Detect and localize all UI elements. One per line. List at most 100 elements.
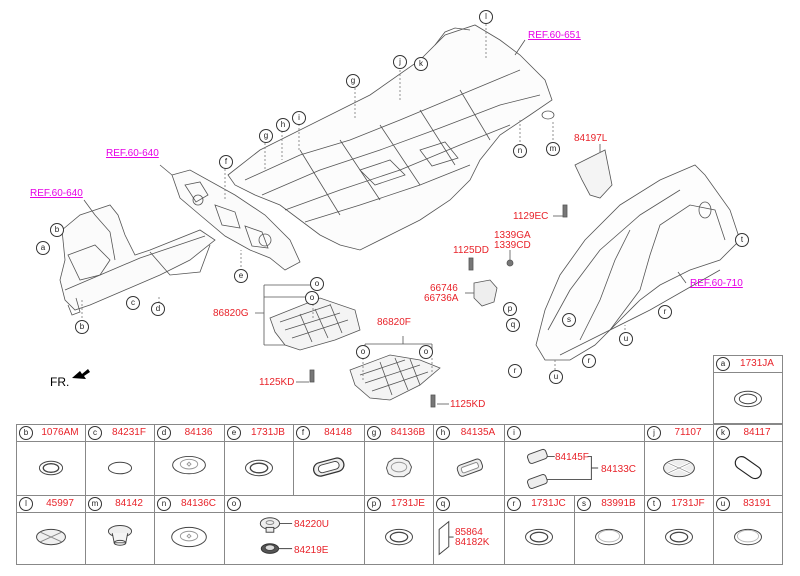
legend-key-o: o	[227, 497, 241, 511]
callout-l[interactable]: l	[479, 10, 493, 24]
ref-link-60-640-front[interactable]: REF.60-640	[30, 188, 83, 199]
part-label-66746[interactable]: 66746	[430, 283, 458, 294]
front-side-member-drawing	[59, 204, 216, 316]
oval-seal-icon	[734, 456, 762, 480]
part-label-1129EC[interactable]: 1129EC	[513, 211, 549, 222]
part-label-1125KD-a[interactable]: 1125KD	[259, 377, 295, 388]
callout-h[interactable]: h	[276, 118, 290, 132]
callout-r[interactable]: r	[582, 354, 596, 368]
legend-subpart-84219E: 84219E	[294, 545, 329, 556]
callout-t[interactable]: t	[735, 233, 749, 247]
legend-code-84117: 84117	[743, 427, 771, 438]
grommet-icon	[525, 528, 553, 546]
callout-r[interactable]: r	[658, 305, 672, 319]
callout-o[interactable]: o	[356, 345, 370, 359]
callout-b[interactable]: b	[50, 223, 64, 237]
rectangular-plug-icon	[456, 458, 484, 477]
legend-key-q: q	[436, 497, 450, 511]
legend-key-e: e	[227, 426, 241, 440]
part-label-66736A[interactable]: 66736A	[424, 293, 459, 304]
legend-key-g: g	[367, 426, 381, 440]
callout-o[interactable]: o	[305, 291, 319, 305]
callout-k[interactable]: k	[414, 57, 428, 71]
part-label-1339CD[interactable]: 1339CD	[494, 240, 531, 251]
legend-code-1731JF: 1731JF	[671, 498, 705, 509]
part-label-84197L[interactable]: 84197L	[574, 133, 608, 144]
legend-subpart-84220U: 84220U	[294, 519, 330, 530]
callout-o[interactable]: o	[419, 345, 433, 359]
callout-d[interactable]: d	[151, 302, 165, 316]
callout-g[interactable]: g	[346, 74, 360, 88]
callout-u[interactable]: u	[619, 332, 633, 346]
callout-g[interactable]: g	[259, 129, 273, 143]
callout-f[interactable]: f	[219, 155, 233, 169]
callout-m[interactable]: m	[546, 142, 560, 156]
callout-n[interactable]: n	[513, 144, 527, 158]
callout-o[interactable]: o	[310, 277, 324, 291]
legend-code-1076AM: 1076AM	[41, 427, 79, 438]
front-direction-arrow	[72, 369, 90, 379]
legend-cell-k[interactable]: k 84117	[713, 424, 783, 496]
part-label-86820G[interactable]: 86820G	[213, 308, 249, 319]
legend-cell-s[interactable]: s 83991B	[574, 495, 645, 565]
legend-cell-i[interactable]: i 84145F 84133C	[504, 424, 645, 496]
washer-icon	[595, 528, 623, 546]
legend-key-d: d	[157, 426, 171, 440]
part-label-86820F[interactable]: 86820F	[377, 317, 411, 328]
legend-code-1731JE: 1731JE	[391, 498, 425, 509]
callout-c[interactable]: c	[126, 296, 140, 310]
legend-code-83991B: 83991B	[601, 498, 636, 509]
legend-key-p: p	[367, 497, 381, 511]
callout-s[interactable]: s	[562, 313, 576, 327]
ref-link-60-640-dash[interactable]: REF.60-640	[106, 148, 159, 159]
legend-cell-o[interactable]: o 84220U 84219E	[224, 495, 365, 565]
grommet-icon	[245, 459, 273, 477]
callout-j[interactable]: j	[393, 55, 407, 69]
legend-subpart-85864: 85864	[455, 527, 483, 538]
legend-key-k: k	[716, 426, 730, 440]
push-plug-icon	[107, 525, 133, 546]
legend-key-h: h	[436, 426, 450, 440]
legend-cell-q[interactable]: q 85864 84182K	[433, 495, 505, 565]
part-label-1125DD[interactable]: 1125DD	[453, 245, 489, 256]
legend-key-j: j	[647, 426, 661, 440]
legend-code-1731JC: 1731JC	[531, 498, 566, 509]
grommet-icon	[38, 460, 64, 476]
ref-link-60-651[interactable]: REF.60-651	[528, 30, 581, 41]
callout-u[interactable]: u	[549, 370, 563, 384]
legend-key-l: l	[19, 497, 33, 511]
serrated-plug-icon	[385, 457, 413, 478]
panel-84197L-drawing	[574, 149, 613, 199]
callout-q[interactable]: q	[506, 318, 520, 332]
callout-e[interactable]: e	[234, 269, 248, 283]
legend-key-s: s	[577, 497, 591, 511]
callout-r[interactable]: r	[508, 364, 522, 378]
cross-plug-icon	[36, 528, 66, 546]
callout-p[interactable]: p	[503, 302, 517, 316]
callout-b[interactable]: b	[75, 320, 89, 334]
legend-cell-p[interactable]: p 1731JE	[364, 495, 434, 565]
plug-icon	[172, 455, 206, 475]
callout-i[interactable]: i	[292, 111, 306, 125]
callout-a[interactable]: a	[36, 241, 50, 255]
under-cover-86820F-drawing	[349, 354, 441, 401]
ref-link-60-710[interactable]: REF.60-710	[690, 278, 743, 289]
part-label-1125KD-b[interactable]: 1125KD	[450, 399, 486, 410]
legend-subpart-84145F: 84145F	[555, 452, 589, 463]
part-label-1339GA[interactable]: 1339GA	[494, 230, 531, 241]
